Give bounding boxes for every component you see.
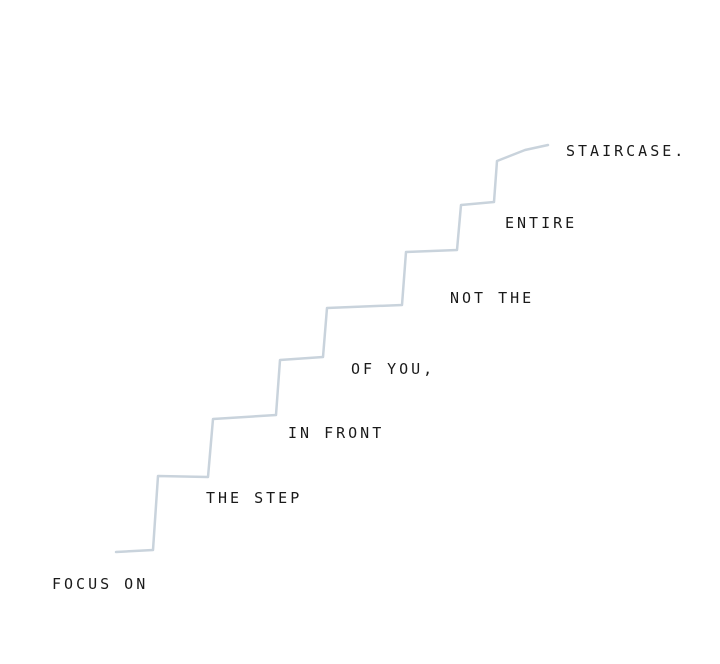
phrase-focus-on: FOCUS ON — [52, 575, 149, 593]
staircase-line — [114, 143, 550, 554]
phrase-of-you: OF YOU, — [351, 360, 436, 378]
phrase-staircase: STAIRCASE. — [566, 142, 687, 160]
phrase-entire: ENTIRE — [505, 214, 578, 232]
phrase-not-the: NOT THE — [450, 289, 535, 307]
phrase-the-step: THE STEP — [206, 489, 303, 507]
phrase-in-front: IN FRONT — [288, 424, 385, 442]
